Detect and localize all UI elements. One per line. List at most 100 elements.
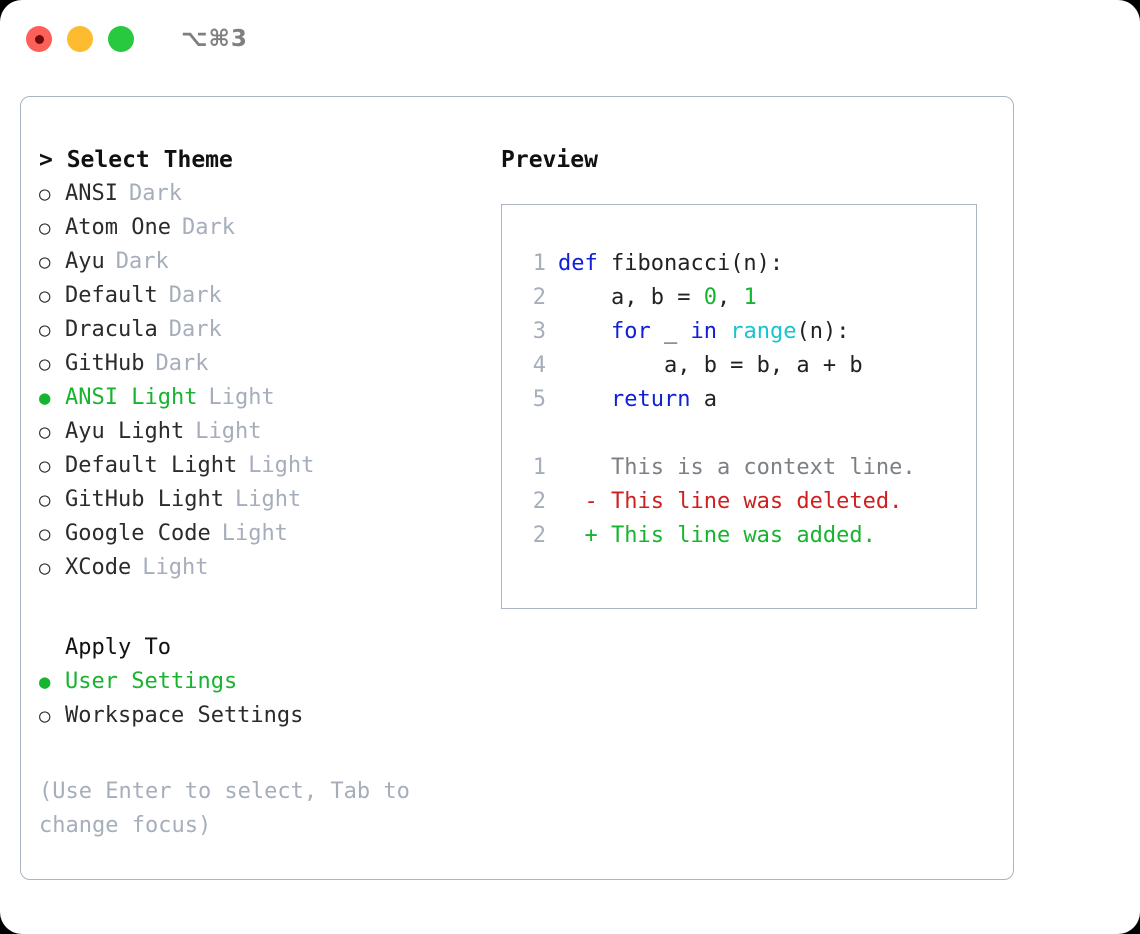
line-number: 1 (532, 251, 546, 276)
code-token-plain: a, b = (558, 285, 704, 310)
theme-option-ayu-light[interactable]: ○ Ayu Light Light (39, 415, 489, 449)
apply-to-option-user-settings[interactable]: ●User Settings (39, 665, 489, 699)
code-line: 2 a, b = 0, 1 (520, 281, 976, 315)
apply-to-header: Apply To (65, 635, 171, 660)
radio-unselected-icon: ○ (39, 455, 51, 477)
code-token-plain (558, 387, 611, 412)
theme-kind-badge: Dark (168, 283, 222, 308)
theme-option-github[interactable]: ○ GitHub Dark (39, 347, 489, 381)
theme-name: Default Light (65, 453, 238, 478)
radio-unselected-icon: ○ (39, 523, 51, 545)
code-text: return a (558, 383, 717, 417)
code-token-plain (558, 319, 611, 344)
diff-text: This is a context line. (558, 455, 916, 480)
code-token-plain: fibonacci(n): (610, 251, 784, 276)
apply-to-option-workspace-settings[interactable]: ○ Workspace Settings (39, 699, 489, 733)
radio-unselected-icon: ○ (39, 353, 51, 375)
theme-option-ansi-light[interactable]: ● ANSI Light Light (39, 381, 489, 415)
radio-unselected-icon: ○ (39, 285, 51, 307)
code-token-kw: for (610, 319, 651, 344)
code-token-fn: range (730, 319, 797, 344)
code-token-plain (717, 319, 730, 344)
diff-line-ctx: 1 This is a context line. (520, 451, 976, 485)
radio-unselected-icon: ○ (39, 217, 51, 239)
theme-name: ANSI Light (65, 385, 198, 410)
code-token-kw: return (610, 387, 691, 412)
theme-option-google-code[interactable]: ○ Google Code Light (39, 517, 489, 551)
line-number: 4 (532, 353, 546, 378)
theme-option-github-light[interactable]: ○ GitHub Light Light (39, 483, 489, 517)
select-theme-header: > Select Theme (39, 147, 233, 173)
diff-line-del: 2 - This line was deleted. (520, 485, 976, 519)
theme-name: Ayu (65, 249, 105, 274)
theme-kind-badge: Dark (128, 181, 182, 206)
line-number: 1 (532, 455, 546, 480)
code-line: 3 for _ in range(n): (520, 315, 976, 349)
theme-name: Atom One (65, 215, 171, 240)
theme-kind-badge: Dark (115, 249, 169, 274)
theme-kind-badge: Dark (155, 351, 209, 376)
radio-unselected-icon: ○ (39, 183, 51, 205)
theme-name: GitHub (65, 351, 145, 376)
diff-sample: 1 This is a context line.2 - This line w… (520, 451, 976, 553)
theme-kind-badge: Dark (181, 215, 235, 240)
code-token-kw: def (558, 251, 611, 276)
code-text: for _ in range(n): (558, 315, 849, 349)
spacer (520, 417, 976, 451)
line-number: 2 (532, 523, 546, 548)
apply-to-label: Workspace Settings (65, 703, 304, 728)
code-line: 1 def fibonacci(n): (520, 247, 976, 281)
theme-name: Google Code (65, 521, 211, 546)
theme-kind-badge: Light (208, 385, 275, 410)
code-token-plain: (n): (796, 319, 850, 344)
code-line: 4 a, b = b, a + b (520, 349, 976, 383)
line-number: 2 (532, 285, 546, 310)
theme-name: Default (65, 283, 158, 308)
code-token-num: 0 (703, 285, 717, 310)
radio-unselected-icon: ○ (39, 705, 51, 727)
code-text: def fibonacci(n): (558, 247, 783, 281)
theme-name: GitHub Light (65, 487, 224, 512)
code-token-plain: a, b = b, a + b (558, 353, 863, 378)
keyboard-shortcut-label: ⌥⌘3 (181, 26, 248, 52)
window-titlebar: ⌥⌘3 (0, 0, 1140, 78)
code-line: 5 return a (520, 383, 976, 417)
apply-to-list[interactable]: ●User Settings ○ Workspace Settings (39, 665, 489, 733)
keyboard-hint-text: (Use Enter to select, Tab to change focu… (39, 779, 410, 838)
diff-line-add: 2 + This line was added. (520, 519, 976, 553)
theme-name: Ayu Light (65, 419, 185, 444)
maximize-button[interactable] (108, 26, 134, 52)
theme-kind-badge: Light (195, 419, 262, 444)
theme-option-atom-one[interactable]: ○ Atom One Dark (39, 211, 489, 245)
line-number: 5 (532, 387, 546, 412)
radio-unselected-icon: ○ (39, 421, 51, 443)
diff-text: + This line was added. (558, 523, 876, 548)
theme-name: XCode (65, 555, 132, 580)
theme-option-default[interactable]: ○ Default Dark (39, 279, 489, 313)
radio-unselected-icon: ○ (39, 489, 51, 511)
preview-title: Preview (501, 147, 598, 173)
close-button[interactable] (26, 26, 52, 52)
code-text: a, b = b, a + b (558, 349, 863, 383)
radio-unselected-icon: ○ (39, 319, 51, 341)
radio-selected-icon: ● (39, 387, 51, 409)
theme-kind-badge: Light (234, 487, 302, 512)
code-token-plain: , (716, 285, 744, 310)
apply-to-label: User Settings (65, 669, 238, 694)
minimize-button[interactable] (67, 26, 93, 52)
theme-kind-badge: Light (221, 521, 288, 546)
radio-unselected-icon: ○ (39, 557, 51, 579)
code-text: a, b = 0, 1 (558, 281, 757, 315)
code-token-plain: a (690, 387, 717, 412)
code-token-plain: _ (650, 319, 691, 344)
line-number: 3 (532, 319, 546, 344)
